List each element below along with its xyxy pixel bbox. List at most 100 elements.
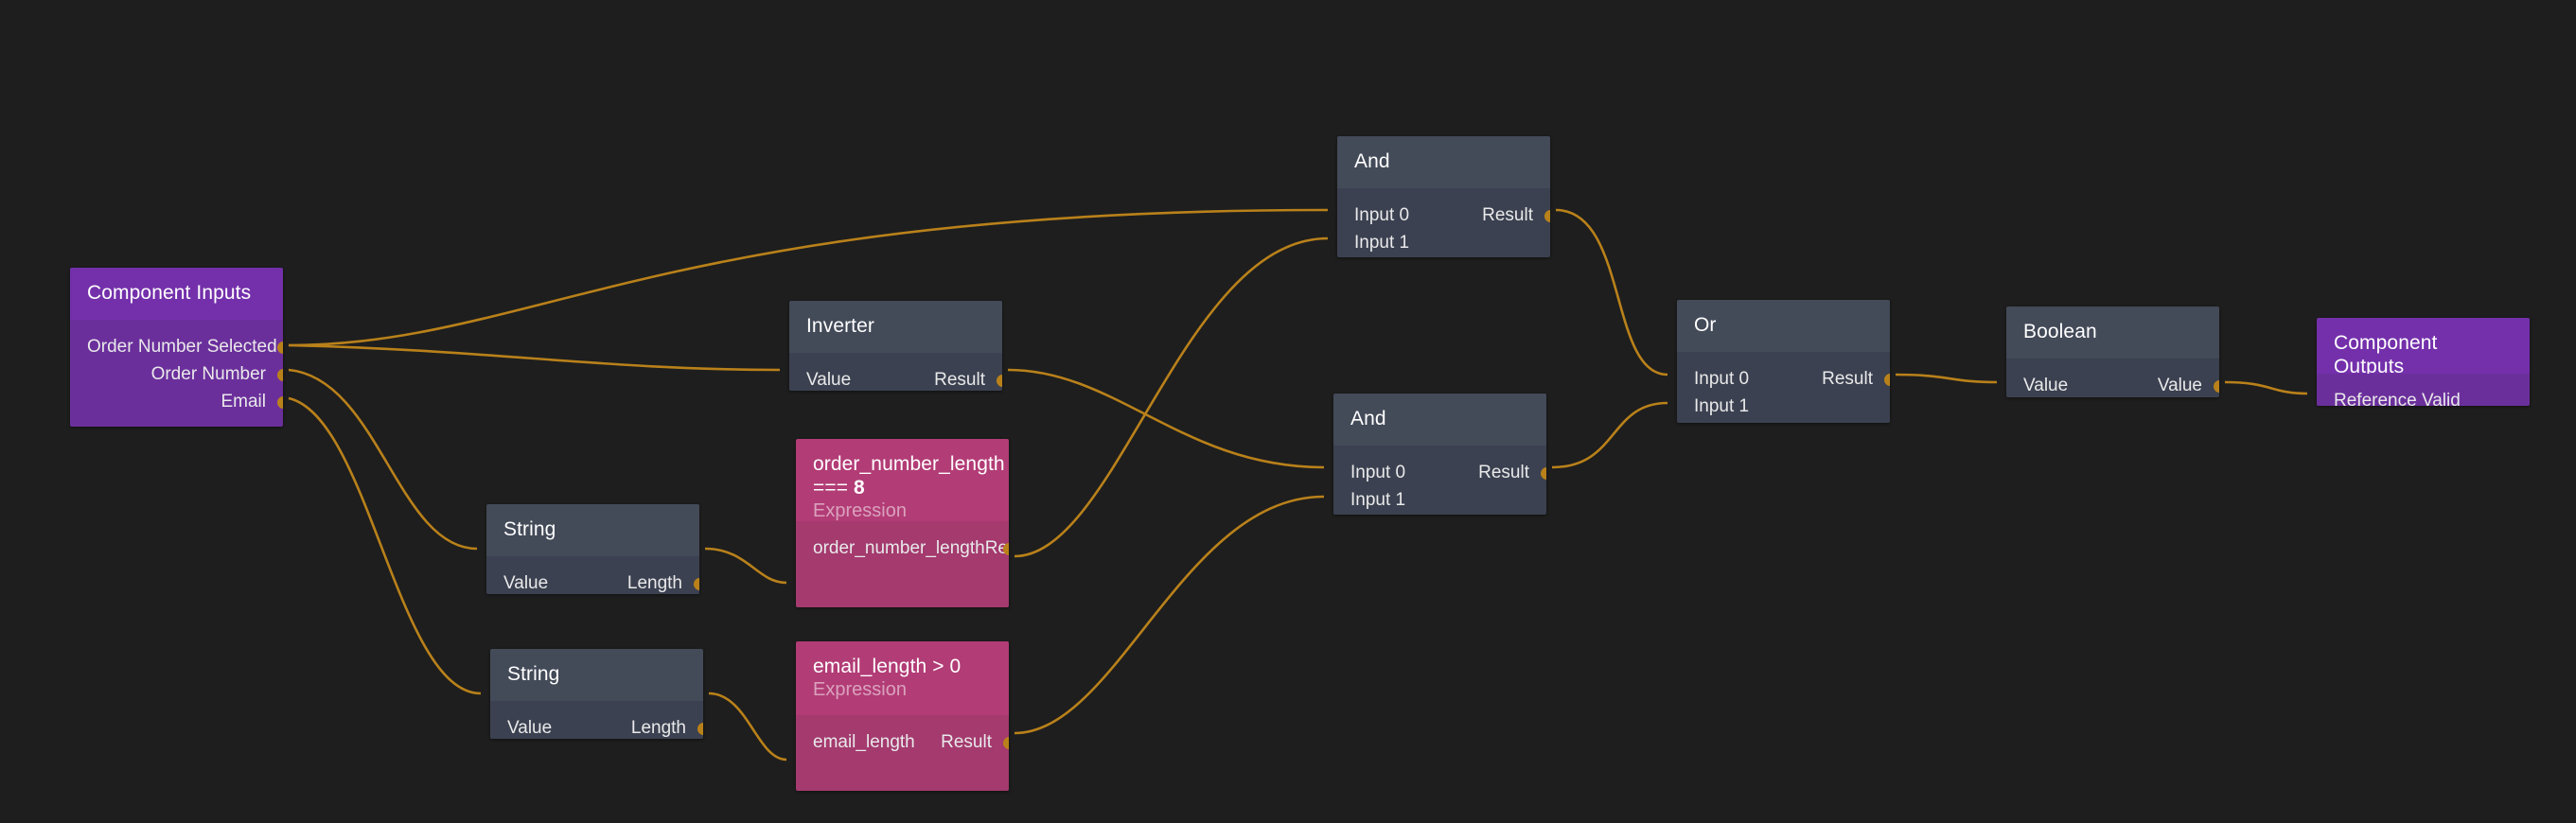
input-port-label[interactable]: Input 0 [1694, 368, 1750, 389]
edge-and-bottom-result-to-or-in1[interactable] [1551, 401, 1668, 469]
output-port-label[interactable]: Result [1822, 368, 1873, 389]
port-row: Input 0 Result [1337, 201, 1550, 229]
edge-inputs-email-to-string2-value[interactable] [288, 396, 482, 695]
edge-expr1-result-to-and-top-in1[interactable] [1014, 236, 1329, 558]
port-row: Value Value [2006, 372, 2219, 397]
node-title: Boolean [2023, 321, 2097, 342]
node-header[interactable]: And [1333, 394, 1546, 446]
node-title: Inverter [806, 315, 874, 337]
output-port-dot[interactable] [694, 577, 699, 590]
output-port-label[interactable]: Value [2157, 375, 2202, 395]
node-body: Value Length [486, 556, 699, 594]
port-row: Order Number [70, 360, 283, 388]
edge-expr2-result-to-and-bottom-in1[interactable] [1014, 495, 1325, 735]
output-port-dot[interactable] [1003, 736, 1009, 749]
node-header[interactable]: Or [1677, 300, 1890, 352]
node-body: Reference Valid [2317, 374, 2530, 406]
node-header[interactable]: Inverter [789, 301, 1002, 353]
edge-inputs-ordersel-to-inverter-value[interactable] [288, 343, 781, 372]
input-port-label[interactable]: Input 0 [1354, 204, 1410, 225]
input-port-label[interactable]: Input 1 [1350, 489, 1406, 510]
node-subtitle: Expression [813, 679, 907, 700]
output-port-dot[interactable] [1544, 209, 1550, 222]
node-header[interactable]: String [486, 504, 699, 556]
input-port-label[interactable]: Value [507, 717, 553, 738]
output-port-label[interactable]: Order Number Selected [87, 336, 277, 357]
output-port-label[interactable]: Result [941, 731, 992, 752]
input-port-label[interactable]: Input 1 [1354, 232, 1410, 253]
port-row: Input 0 Result [1677, 365, 1890, 393]
port-row: Reference Valid [2317, 387, 2530, 407]
output-port-dot[interactable] [277, 341, 283, 354]
output-port-dot[interactable] [277, 368, 283, 381]
node-body: Value Result [789, 353, 1002, 391]
output-port-label[interactable]: Length [626, 572, 682, 593]
output-port-label[interactable]: Result [1482, 204, 1533, 225]
edge-or-result-to-boolean-value[interactable] [1895, 373, 1998, 384]
output-port-dot[interactable] [1884, 373, 1890, 386]
output-port-dot[interactable] [1003, 542, 1009, 555]
output-port-dot[interactable] [997, 374, 1002, 387]
output-port-label[interactable]: Result [1478, 462, 1529, 482]
node-title: String [503, 518, 556, 540]
input-port-label[interactable]: Value [806, 369, 852, 390]
output-port-dot[interactable] [697, 722, 703, 735]
edge-string2-length-to-expr2-input[interactable] [708, 692, 787, 762]
edge-string1-length-to-expr1-input[interactable] [704, 547, 787, 585]
port-row: Input 0 Result [1333, 459, 1546, 486]
input-port-label[interactable]: Input 1 [1694, 395, 1750, 416]
port-row: Value Length [490, 714, 703, 739]
input-port-label[interactable]: Value [2023, 375, 2069, 395]
port-row: Input 1 [1337, 229, 1550, 256]
node-title: Component Outputs [2334, 332, 2438, 377]
node-header[interactable]: And [1337, 136, 1550, 188]
input-port-label[interactable]: order_number_length [813, 537, 985, 558]
node-body: email_length Result [796, 715, 1009, 791]
output-port-dot[interactable] [277, 395, 283, 409]
port-row: Value Length [486, 569, 699, 594]
input-port-label[interactable]: email_length [813, 731, 915, 752]
node-header[interactable]: Boolean [2006, 306, 2219, 359]
input-port-label[interactable]: Reference Valid [2334, 390, 2461, 407]
output-port-label[interactable]: Result [934, 369, 985, 390]
output-port-dot[interactable] [1541, 466, 1546, 480]
node-subtitle: Expression [813, 500, 907, 521]
port-row: Value Result [789, 366, 1002, 391]
edge-and-top-result-to-or-in0[interactable] [1555, 208, 1668, 376]
node-header[interactable]: Component Inputs [70, 268, 283, 320]
node-header[interactable]: String [490, 649, 703, 701]
input-port-label[interactable]: Value [503, 572, 549, 593]
port-row: Email [70, 388, 283, 415]
edge-inverter-result-to-and-bottom-in0[interactable] [1007, 368, 1325, 469]
output-port-label[interactable]: Email [221, 391, 266, 412]
output-port-dot[interactable] [2214, 379, 2219, 393]
node-title: Or [1694, 314, 1717, 336]
input-port-label[interactable]: Input 0 [1350, 462, 1406, 482]
output-port-label[interactable]: Result [984, 537, 1009, 558]
port-row: Input 1 [1677, 393, 1890, 420]
edge-boolean-value-to-outputs-referencevalid[interactable] [2224, 380, 2308, 395]
edge-inputs-ordernumber-to-string1-value[interactable] [288, 368, 478, 551]
node-title: And [1354, 150, 1390, 172]
output-port-label[interactable]: Length [630, 717, 686, 738]
node-title: order_number_length === 8 [813, 453, 1005, 499]
output-port-label[interactable]: Order Number [150, 363, 266, 384]
node-header[interactable]: Component Outputs [2317, 318, 2530, 377]
